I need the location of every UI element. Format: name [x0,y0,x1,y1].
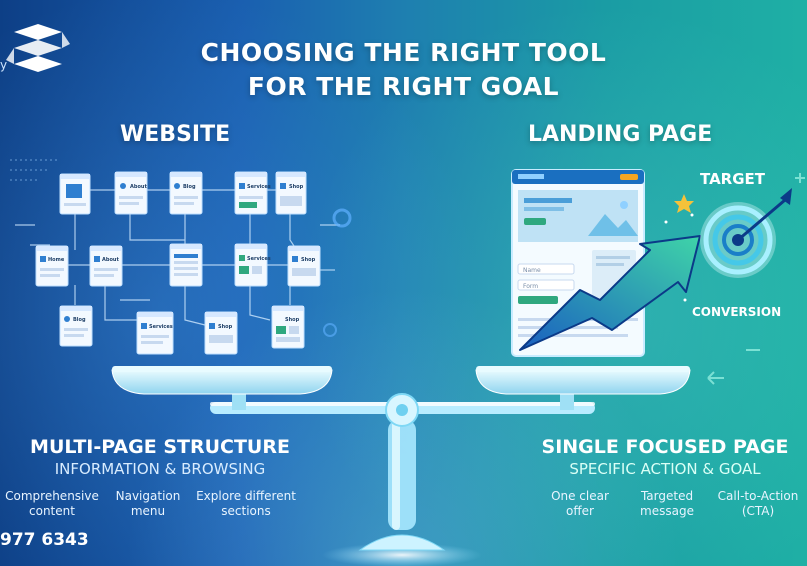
page-card-services: Services [234,243,271,287]
page-label: Blog [73,317,86,323]
single-focused-page-title: SINGLE FOCUSED PAGE [541,436,789,458]
landing-feature-cta: Call-to-Action (CTA) [712,489,804,519]
feature-line: Call-to-Action [717,489,799,503]
brand-logo-icon [6,24,70,72]
page-label: Shop [218,324,233,330]
feature-line: content [29,504,75,518]
landing-page-heading: LANDING PAGE [528,122,713,147]
feature-line: Navigation [115,489,181,503]
page-card-about-top: About [114,171,148,215]
page-card-home: Home [35,245,69,287]
feature-line: Explore different [196,489,296,503]
page-label: About [130,184,147,190]
landing-page-mockup: Name Form [511,169,645,357]
target-icon [700,188,792,278]
page-card-shop: Shop [287,245,321,287]
feature-line: Targeted [640,489,694,503]
form-field-label: Name [523,267,541,274]
multi-page-structure-title: MULTI-PAGE STRUCTURE [30,436,290,458]
website-feature-navigation: Navigation menu [108,489,188,519]
website-heading: WEBSITE [120,122,231,147]
title-line-2: FOR THE RIGHT GOAL [247,72,560,101]
sparkle-icon [664,213,694,302]
page-label: Services [247,256,271,262]
conversion-label: CONVERSION [692,305,782,319]
multi-page-structure-subtitle: INFORMATION & BROWSING [54,460,266,478]
feature-line: offer [566,504,594,518]
page-card-shop-top: Shop [275,171,307,215]
page-label: Shop [285,317,300,323]
page-card-shop-bottom: Shop [204,311,238,355]
website-feature-explore: Explore different sections [194,489,298,519]
page-card-services-bottom: Services [136,311,174,355]
star-icon [674,194,694,213]
page-label: Blog [183,184,196,190]
phone-number: 977 6343 [0,530,89,550]
page-card-blog: Blog [59,305,93,347]
balance-scale [111,366,691,566]
landing-feature-message: Targeted message [632,489,702,519]
logo-letter: y [0,58,8,72]
page-card-home-top [59,173,91,215]
website-feature-comprehensive: Comprehensive content [2,489,102,519]
title-line-1: CHOOSING THE RIGHT TOOL [200,38,607,67]
page-label: Services [149,324,173,330]
growth-arrow-icon [519,235,701,351]
feature-line: message [640,504,694,518]
page-card-hub [169,243,203,287]
page-card-services-top: Services [234,171,271,215]
single-focused-page-subtitle: SPECIFIC ACTION & GOAL [569,460,761,478]
page-label: About [102,257,119,263]
feature-line: sections [221,504,271,518]
page-card-about: About [89,245,123,287]
page-label: Services [247,184,271,190]
page-card-blog-top: Blog [169,171,203,215]
page-label: Shop [289,184,304,190]
network-connectors [15,189,340,326]
landing-feature-offer: One clear offer [545,489,615,519]
page-card-shop-right: Shop [271,305,305,349]
feature-line: (CTA) [741,504,775,518]
page-label: Home [48,257,65,263]
page-label: Shop [301,257,316,263]
target-label: TARGET [700,170,766,188]
feature-line: Comprehensive [5,489,99,503]
form-field-label: Form [523,283,538,290]
feature-line: One clear [551,489,609,503]
feature-line: menu [130,504,166,518]
page-title: CHOOSING THE RIGHT TOOL FOR THE RIGHT GO… [150,36,657,104]
